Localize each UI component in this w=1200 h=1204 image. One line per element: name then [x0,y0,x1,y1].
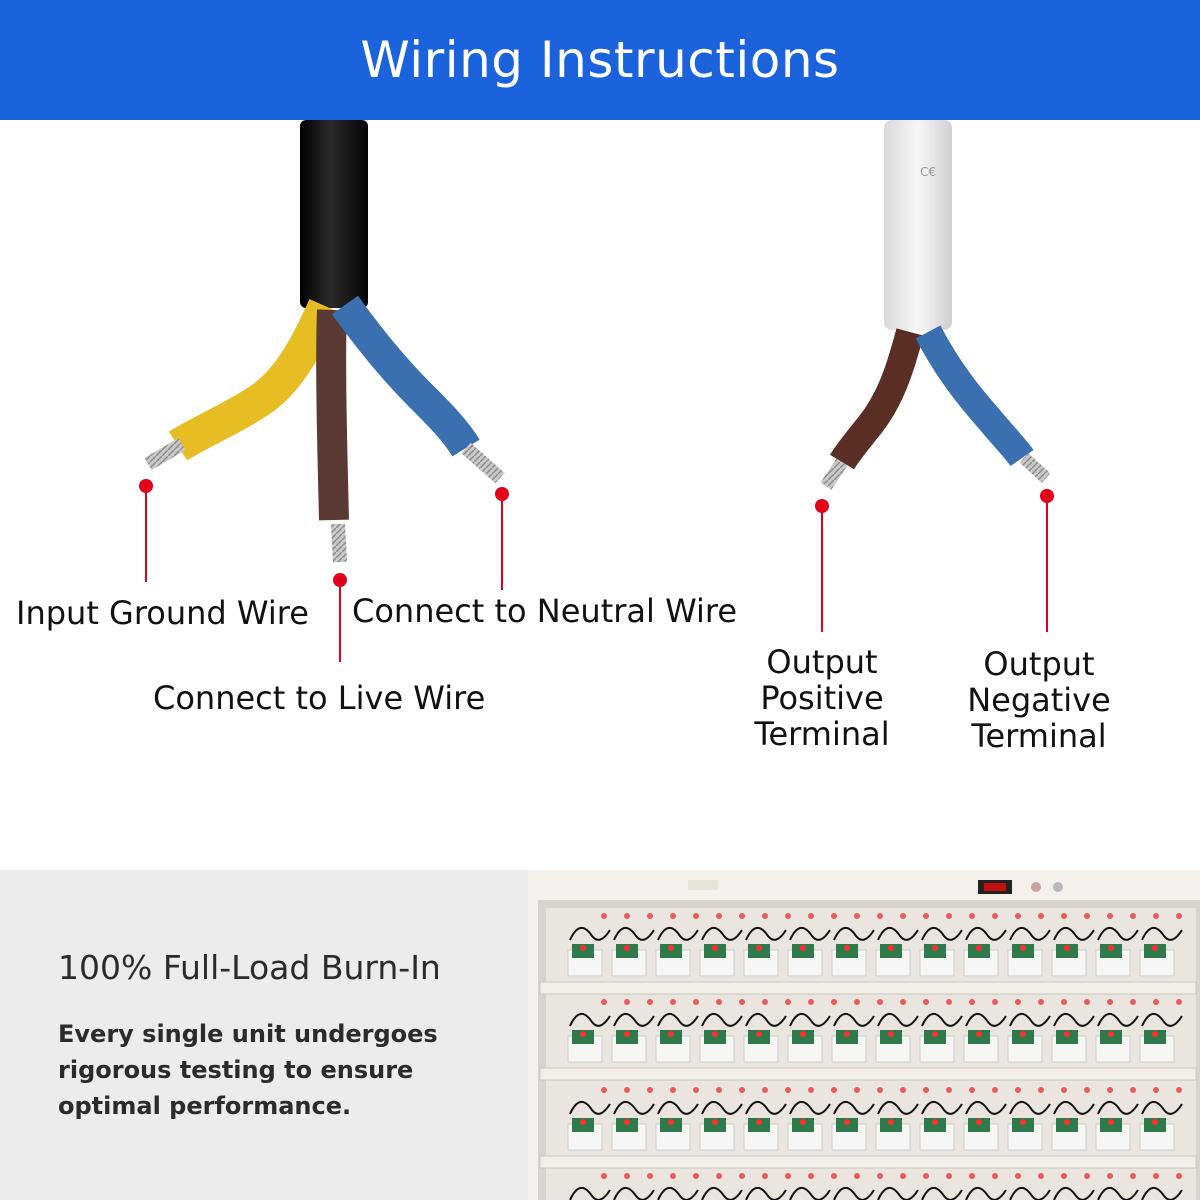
input-cable [144,120,505,563]
ce-mark-icon: C€ [920,165,936,179]
output-cable: C€ [820,120,1051,490]
marker-output-negative [1040,489,1054,632]
marker-live [333,573,347,662]
label-neutral: Connect to Neutral Wire [352,592,738,630]
label-output-negative: Output Negative Terminal [967,645,1111,755]
wiring-diagram: C€ Input Ground Wire [0,120,1200,860]
label-live: Connect to Live Wire [153,679,486,717]
burn-in-section: 100% Full-Load Burn-In Every single unit… [0,870,1200,1201]
burn-in-rack-illustration [528,870,1200,1201]
wiring-illustration: C€ [139,120,1054,662]
page-title: Wiring Instructions [360,31,840,89]
burn-in-rack-photo [528,870,1200,1201]
burn-in-description: Every single unit undergoes rigorous tes… [58,1020,438,1120]
burn-in-title: 100% Full-Load Burn-In [58,948,441,987]
marker-output-positive [815,499,829,632]
burn-in-text-panel: 100% Full-Load Burn-In Every single unit… [0,870,528,1200]
marker-neutral [495,487,509,590]
label-output-positive: Output Positive Terminal [754,643,890,753]
header-banner: Wiring Instructions [0,0,1200,120]
marker-input-ground [139,479,153,582]
label-input-ground: Input Ground Wire [16,594,309,632]
